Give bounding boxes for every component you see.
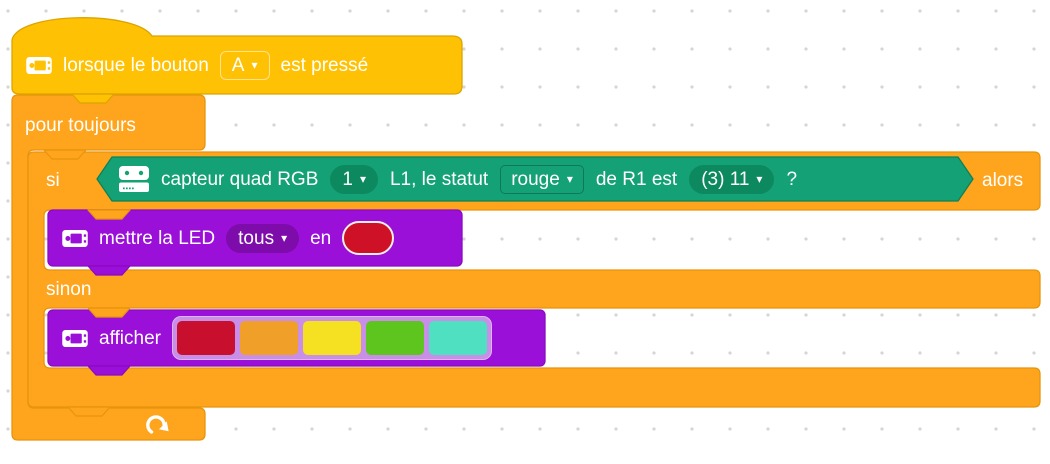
led-target-value: tous: [238, 227, 275, 249]
if-label-row: si: [46, 152, 60, 208]
when-button-pressed-block-shape[interactable]: [11, 17, 463, 95]
else-label: sinon: [46, 278, 92, 300]
set-led-block-content: mettre la LED tous ▾ en: [62, 210, 395, 266]
chevron-down-icon: ▾: [756, 172, 763, 186]
condition-text-3: de R1 est: [595, 168, 678, 190]
when-button-text-after: est pressé: [280, 54, 369, 76]
color-swatch[interactable]: [302, 321, 361, 355]
forever-block-content: pour toujours: [25, 100, 136, 150]
if-shelf-bump: [87, 209, 131, 220]
else-label-row: sinon: [46, 270, 91, 308]
color-swatch-tray[interactable]: [171, 316, 492, 360]
when-button-bottom-bump: [71, 93, 115, 104]
color-swatch[interactable]: [176, 321, 235, 355]
set-led-bottom-bump: [87, 265, 131, 276]
if-label: si: [46, 169, 60, 191]
button-dropdown[interactable]: A ▾: [219, 50, 270, 80]
then-label-row: alors: [982, 152, 1023, 208]
quad-rgb-condition-content: capteur quad RGB 1 ▾ L1, le statut rouge…: [119, 157, 797, 201]
controller-icon: [62, 329, 88, 347]
display-colors-bottom-bump: [87, 365, 131, 376]
if-else-block-shape[interactable]: [27, 151, 1041, 408]
status-color-dropdown[interactable]: rouge ▾: [500, 164, 584, 194]
condition-text-4: ?: [786, 168, 798, 190]
if-else-bottom-bump: [67, 406, 111, 417]
status-color-value: rouge: [511, 168, 560, 190]
color-swatch[interactable]: [428, 321, 487, 355]
chevron-down-icon: ▾: [359, 172, 366, 186]
chevron-down-icon: ▾: [281, 231, 288, 245]
forever-block-shape[interactable]: [11, 94, 206, 441]
else-shelf-bump: [87, 307, 131, 318]
display-colors-block-content: afficher: [62, 310, 492, 366]
set-led-text-before: mettre la LED: [99, 227, 216, 249]
led-color-picker[interactable]: [342, 221, 395, 255]
chevron-down-icon: ▾: [251, 58, 258, 72]
loop-arrow-icon: [146, 415, 169, 434]
chevron-down-icon: ▾: [566, 172, 573, 186]
robot-icon: [119, 166, 149, 192]
forever-loop-arrow-row: [144, 410, 170, 438]
forever-shelf-bump: [43, 149, 87, 160]
when-button-text-before: lorsque le bouton: [63, 54, 209, 76]
sensor-port-value: 1: [342, 168, 353, 190]
when-button-pressed-block-content: lorsque le bouton A ▾ est pressé: [26, 36, 368, 94]
led-target-dropdown[interactable]: tous ▾: [226, 223, 300, 253]
color-swatch[interactable]: [365, 321, 424, 355]
controller-icon: [62, 229, 88, 247]
forever-label: pour toujours: [25, 114, 136, 136]
set-led-text-after: en: [310, 227, 332, 249]
condition-text-1: capteur quad RGB: [161, 168, 319, 190]
line-state-value: (3) 11: [701, 168, 750, 190]
then-label: alors: [982, 169, 1024, 191]
sensor-port-dropdown[interactable]: 1 ▾: [330, 164, 378, 194]
button-dropdown-value: A: [231, 54, 245, 76]
line-state-dropdown[interactable]: (3) 11 ▾: [689, 164, 775, 194]
display-colors-label: afficher: [99, 327, 161, 349]
color-swatch[interactable]: [239, 321, 298, 355]
controller-icon: [26, 56, 52, 74]
condition-text-2: L1, le statut: [389, 168, 489, 190]
